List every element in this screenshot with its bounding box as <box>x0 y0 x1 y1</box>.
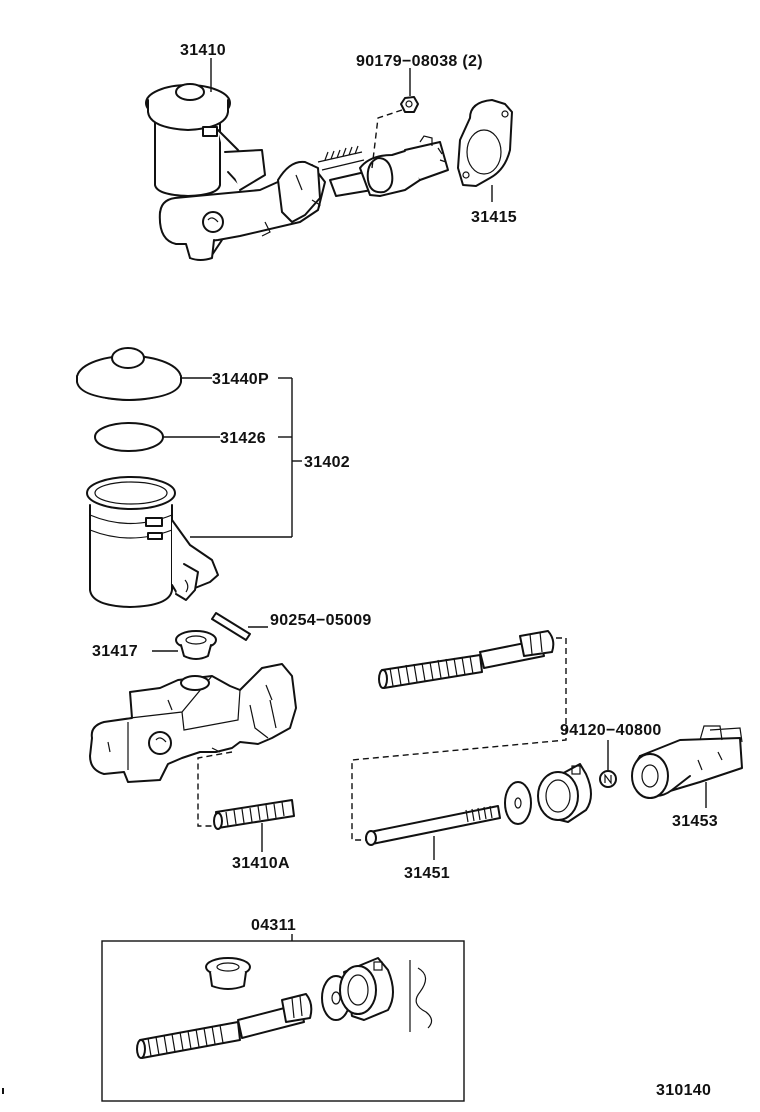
part-label-31410A: 31410A <box>232 855 290 872</box>
reservoir-icon <box>76 347 219 608</box>
nut-icon <box>599 770 617 788</box>
part-label-94120-40800: 94120−40800 <box>560 722 662 739</box>
part-label-31453: 31453 <box>672 813 718 830</box>
pin-icon <box>211 612 251 641</box>
part-label-31440P: 31440P <box>212 371 269 388</box>
part-label-04311: 04311 <box>251 917 296 934</box>
pushrod-icon <box>365 805 501 846</box>
piston-icon <box>378 630 555 689</box>
part-label-31402: 31402 <box>304 454 350 471</box>
washer-icon <box>504 781 532 825</box>
part-label-31410: 31410 <box>180 42 226 59</box>
repair-kit-box <box>101 940 465 1102</box>
part-label-31451: 31451 <box>404 865 450 882</box>
boot-icon <box>537 763 592 823</box>
part-label-31426: 31426 <box>220 430 266 447</box>
diagram-id: 310140 <box>656 1082 711 1099</box>
clevis-icon <box>631 725 743 799</box>
part-label-31415: 31415 <box>471 209 517 226</box>
part-label-90179-08038: 90179−08038 (2) <box>356 53 483 70</box>
part-label-31417: 31417 <box>92 643 138 660</box>
cylinder-body-icon <box>89 663 297 783</box>
repair-kit-icon <box>136 957 433 1059</box>
spring-icon <box>213 799 295 830</box>
master-cylinder-assembly-icon <box>145 83 513 261</box>
grommet-icon <box>175 630 217 660</box>
part-label-90254-05009: 90254−05009 <box>270 612 372 629</box>
